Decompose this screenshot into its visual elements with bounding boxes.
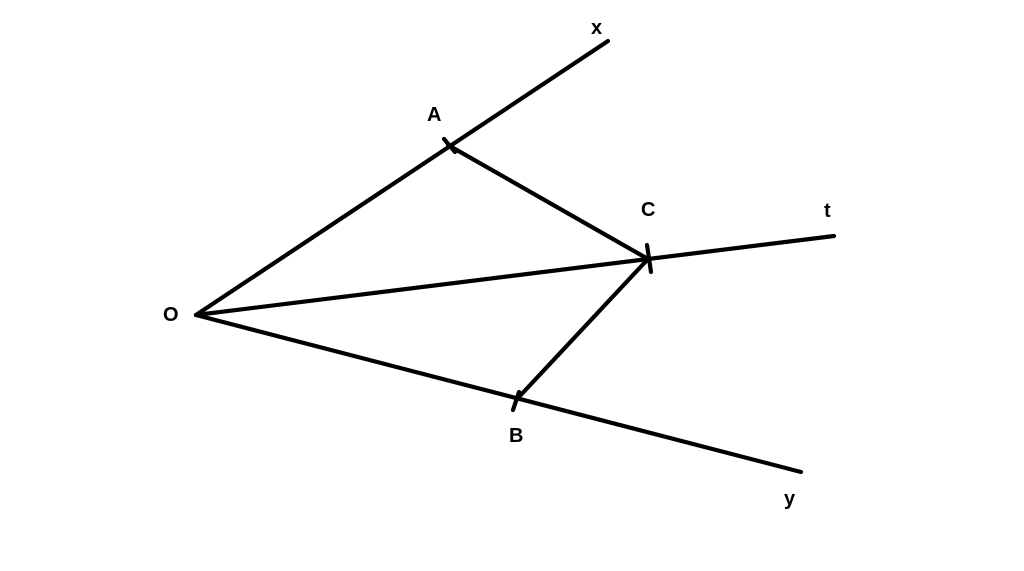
label-point-c: C bbox=[641, 199, 655, 221]
label-point-o: O bbox=[163, 304, 179, 326]
tick-c bbox=[644, 242, 654, 275]
segment-bc bbox=[515, 256, 651, 401]
label-ray-y: y bbox=[784, 488, 796, 510]
ray-ox bbox=[193, 38, 611, 318]
label-ray-x: x bbox=[591, 17, 602, 39]
ray-ot bbox=[193, 233, 837, 318]
ray-oy bbox=[193, 312, 804, 475]
label-point-b: B bbox=[509, 425, 523, 447]
tick-b bbox=[510, 389, 522, 413]
label-ray-t: t bbox=[824, 200, 831, 222]
segment-ac bbox=[445, 142, 651, 262]
label-point-a: A bbox=[427, 104, 441, 126]
tick-a bbox=[441, 136, 458, 155]
